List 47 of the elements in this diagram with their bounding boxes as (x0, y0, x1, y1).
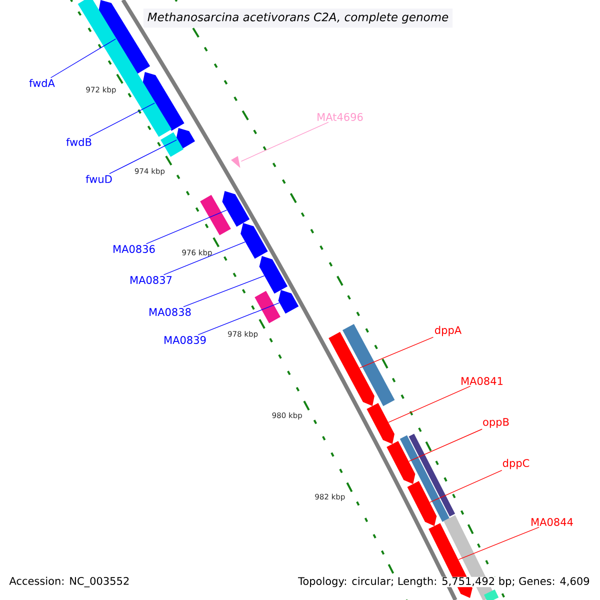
gene-bar (200, 194, 231, 236)
leader-line (109, 140, 177, 174)
footer-text: Topology: circular; Length: 5,751,492 bp; Genes: 4,609 (298, 576, 590, 588)
leader-line (88, 102, 155, 138)
gene-bar (342, 324, 395, 406)
title: Methanosarcina acetivorans C2A, complete genome (143, 8, 453, 28)
gene-label: MA0841 (462, 377, 502, 385)
gene-label: MA0836 (114, 245, 155, 253)
gene-label: oppB (483, 418, 509, 428)
gene-bar (386, 441, 416, 484)
gene-label: MA0844 (532, 518, 573, 526)
gene-bar (400, 435, 450, 522)
leader-line (430, 470, 502, 503)
gene-label: fwdB (66, 138, 92, 146)
gene-bar (160, 132, 184, 157)
gene-bar (408, 434, 456, 516)
gene-bar (176, 128, 196, 149)
gene-bar (328, 332, 374, 406)
leader-line (146, 210, 228, 244)
gene-bar (278, 290, 299, 314)
gene-bar (366, 402, 394, 444)
gene-label: fwdA (29, 78, 55, 88)
leader-line (408, 428, 482, 462)
gene-label: MAt4696 (318, 113, 363, 121)
gene-bar (222, 191, 250, 227)
gene-label: fwuD (86, 174, 112, 184)
gene-label: dppC (502, 458, 530, 470)
leader-line (240, 122, 329, 162)
gene-label: MA0838 (150, 308, 191, 316)
leader-line (198, 302, 280, 336)
gene-label: MA0839 (164, 336, 206, 344)
leader-line (359, 336, 434, 368)
gene-bar (484, 589, 499, 600)
gene-marker (230, 156, 240, 168)
footer-text: Accession: NC_003552 (9, 576, 130, 588)
gene-bar (254, 290, 280, 324)
gene-label: MA0837 (130, 276, 172, 284)
gene-bar (240, 223, 268, 259)
leader-line (163, 242, 246, 276)
gene-bar (142, 72, 184, 131)
gene-bar (407, 481, 437, 526)
leader-line (183, 275, 265, 308)
leader-line (50, 38, 116, 78)
gene-bar (259, 256, 288, 294)
leader-line (388, 386, 471, 423)
gene-label: dppA (435, 326, 462, 336)
leader-line (458, 526, 540, 560)
